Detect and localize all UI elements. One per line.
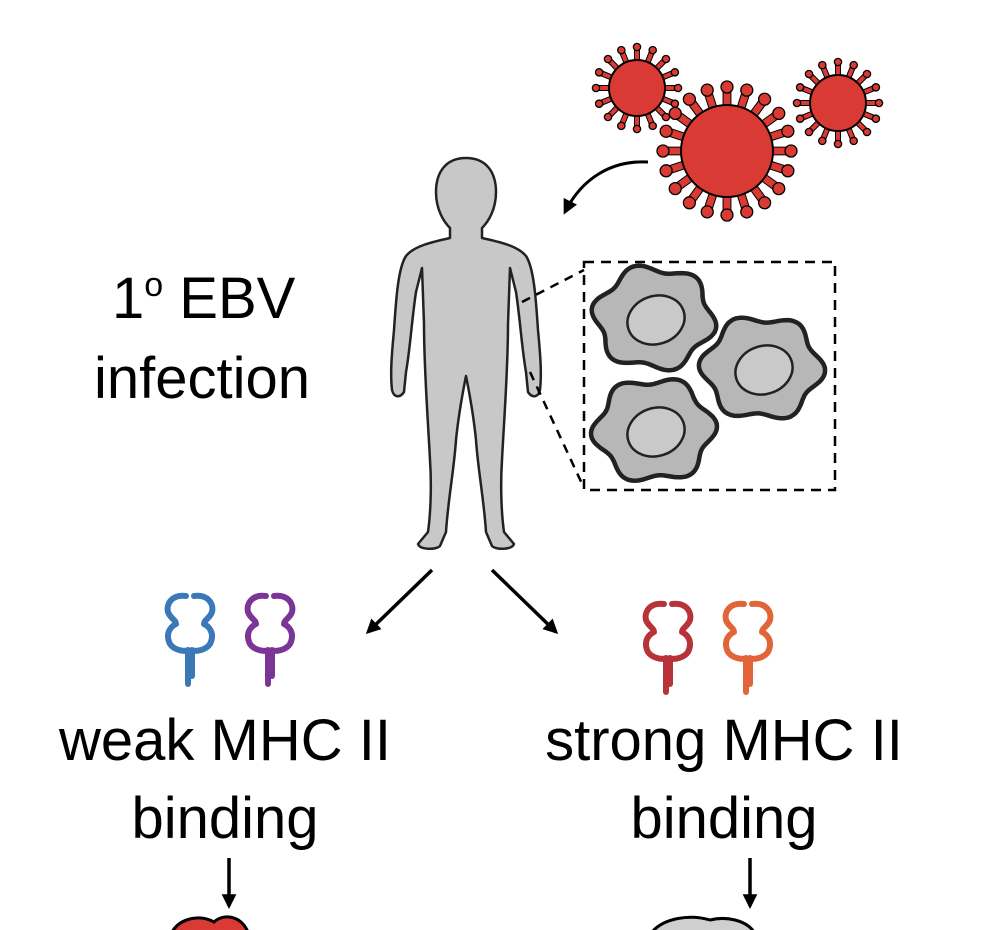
branch-arrow-right: [490, 568, 559, 635]
mhc-molecule-icon: [164, 592, 216, 687]
branch-arrow-left: [365, 568, 434, 635]
weak-outcome-partial: [171, 915, 249, 930]
infection-title-line2: infection: [94, 346, 310, 411]
b-cell-icon: [589, 263, 719, 373]
mhc-molecule-icon: [244, 592, 296, 687]
b-cell-icon: [696, 315, 828, 421]
human-body-icon: [389, 156, 543, 550]
infection-arrow: [563, 160, 649, 215]
mhc-molecule-group-strong: [642, 600, 774, 695]
mhc-molecule-icon: [722, 600, 774, 695]
infection-title: 1o EBV: [112, 266, 296, 331]
virus-group: [591, 42, 884, 222]
zoom-line-top: [521, 268, 585, 304]
strong-branch-label-line1: strong MHC II: [545, 708, 903, 773]
strong-branch-label-line2: binding: [630, 786, 817, 851]
zoom-line-bottom: [528, 371, 586, 489]
mhc-molecule-group-weak: [164, 592, 296, 687]
virus-icon: [656, 80, 798, 222]
weak-branch-label-line1: weak MHC II: [58, 708, 391, 773]
weak-branch-label-line2: binding: [131, 786, 318, 851]
virus-icon: [591, 42, 683, 134]
zoom-box: [582, 260, 837, 492]
mhc-molecule-icon: [642, 600, 694, 695]
strong-outcome-partial: [651, 915, 755, 930]
b-cell-group: [588, 263, 828, 483]
virus-icon: [792, 57, 884, 149]
b-cell-icon: [588, 377, 720, 483]
